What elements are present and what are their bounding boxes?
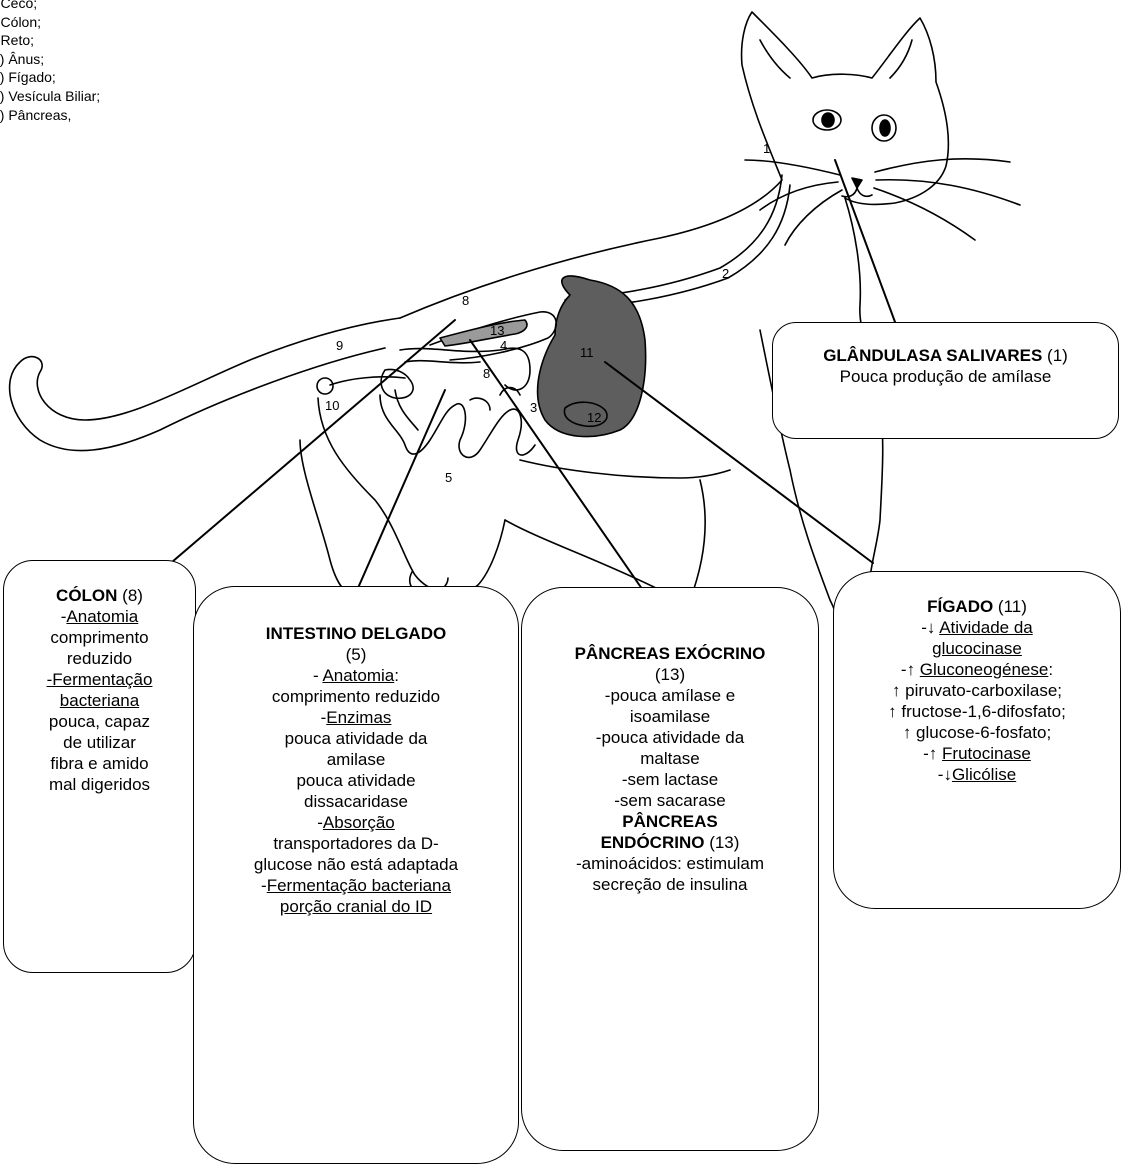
cat-belly-outline bbox=[520, 460, 730, 478]
box-ref: (13) bbox=[526, 664, 814, 685]
cat-nose bbox=[852, 178, 862, 188]
box-ref: (11) bbox=[993, 597, 1027, 616]
box-text: de utilizar bbox=[8, 732, 191, 753]
cat-hind-leg bbox=[300, 440, 365, 597]
box-subtitle: ENDÓCRINO bbox=[601, 833, 705, 852]
section-heading: Gluconeogénese bbox=[920, 660, 1049, 679]
cat-inner-ear bbox=[890, 40, 912, 78]
section-heading: bacteriana bbox=[8, 690, 191, 711]
bullet-prefix: -↑ bbox=[901, 660, 920, 679]
organ-number-11: 11 bbox=[580, 345, 594, 360]
box-text: comprimento bbox=[8, 627, 191, 648]
box-text: reduzido bbox=[8, 648, 191, 669]
box-ref: (13) bbox=[704, 833, 739, 852]
box-text: transportadores da D- bbox=[198, 833, 514, 854]
cat-hind-leg bbox=[318, 398, 505, 594]
section-heading: -Fermentação bbox=[8, 669, 191, 690]
bullet-prefix: -↑ bbox=[923, 744, 942, 763]
heading-suffix: : bbox=[394, 666, 399, 685]
box-text: ↑ fructose-1,6-difosfato; bbox=[838, 701, 1116, 722]
section-heading: Absorção bbox=[323, 813, 395, 832]
bullet-prefix: -↓ bbox=[921, 618, 939, 637]
box-text: maltase bbox=[526, 748, 814, 769]
pointer-line-colon bbox=[172, 320, 455, 562]
box-text: isoamilase bbox=[526, 706, 814, 727]
cat-front-leg bbox=[690, 480, 705, 600]
pancreas-organ bbox=[440, 320, 527, 346]
bullet-prefix: -↓ bbox=[938, 765, 952, 784]
box-text: glucose não está adaptada bbox=[198, 854, 514, 875]
organ-number-9: 9 bbox=[336, 338, 343, 353]
organ-number-8: 8 bbox=[462, 293, 469, 308]
box-text: -sem lactase bbox=[526, 769, 814, 790]
box-text: pouca, capaz bbox=[8, 711, 191, 732]
organ-number-3: 3 bbox=[530, 400, 537, 415]
box-ref: (1) bbox=[1042, 346, 1068, 365]
box-text: secreção de insulina bbox=[526, 874, 814, 895]
small-intestine bbox=[400, 348, 530, 390]
box-title: FÍGADO bbox=[927, 597, 993, 616]
anus bbox=[317, 378, 333, 394]
organ-number-5: 5 bbox=[445, 470, 452, 485]
organ-number-4: 4 bbox=[500, 338, 507, 353]
organ-number-1: 1 bbox=[763, 141, 770, 156]
box-text: ↑ glucose-6-fosfato; bbox=[838, 722, 1116, 743]
section-heading: Glicólise bbox=[952, 765, 1016, 784]
box-ref: (8) bbox=[117, 586, 143, 605]
box-title: GLÂNDULASA SALIVARES bbox=[823, 346, 1042, 365]
small-intestine-loops bbox=[380, 395, 535, 457]
organ-number-12: 12 bbox=[587, 410, 601, 425]
cat-pupil bbox=[880, 120, 890, 136]
box-text: -sem sacarase bbox=[526, 790, 814, 811]
section-heading: glucocinase bbox=[838, 638, 1116, 659]
section-heading: Anatomia bbox=[66, 607, 138, 626]
small-intestine-loops bbox=[395, 388, 520, 431]
box-text: -aminoácidos: estimulam bbox=[526, 853, 814, 874]
section-heading: Frutocinase bbox=[942, 744, 1031, 763]
liver-box: FÍGADO (11) -↓ Atividade da glucocinase … bbox=[833, 571, 1121, 909]
pointer-line-glandulas bbox=[835, 160, 895, 322]
colon-box: CÓLON (8) -Anatomia comprimento reduzido… bbox=[3, 560, 196, 973]
box-title: CÓLON bbox=[56, 586, 117, 605]
heading-suffix: : bbox=[1048, 660, 1053, 679]
box-text: comprimento reduzido bbox=[198, 686, 514, 707]
box-text: Pouca produção de amílase bbox=[777, 366, 1114, 387]
section-heading: Enzimas bbox=[326, 708, 391, 727]
organ-number-10: 10 bbox=[325, 398, 339, 413]
small-intestine-box: INTESTINO DELGADO (5) - Anatomia: compri… bbox=[193, 586, 519, 1164]
pancreas-box: PÂNCREAS EXÓCRINO (13) -pouca amílase e … bbox=[521, 587, 819, 1151]
section-heading: Anatomia bbox=[322, 666, 394, 685]
box-text: pouca atividade bbox=[198, 770, 514, 791]
box-text: porção cranial do ID bbox=[198, 896, 514, 917]
box-text: fibra e amido bbox=[8, 753, 191, 774]
cat-back-outline bbox=[400, 12, 948, 318]
box-text: -pouca amílase e bbox=[526, 685, 814, 706]
organ-number-13: 13 bbox=[490, 323, 504, 338]
box-text: dissacaridase bbox=[198, 791, 514, 812]
box-text: -pouca atividade da bbox=[526, 727, 814, 748]
organ-number-2: 2 bbox=[722, 266, 729, 281]
section-heading: Atividade da bbox=[939, 618, 1033, 637]
box-subtitle: PÂNCREAS bbox=[526, 811, 814, 832]
organ-number-8: 8 bbox=[483, 366, 490, 381]
cecum bbox=[381, 369, 413, 398]
pointer-line-intestino bbox=[358, 390, 445, 588]
box-text: ↑ piruvato-carboxilase; bbox=[838, 680, 1116, 701]
box-text: pouca atividade da bbox=[198, 728, 514, 749]
rectum bbox=[330, 377, 405, 385]
box-text: amilase bbox=[198, 749, 514, 770]
section-heading: Fermentação bacteriana bbox=[267, 876, 451, 895]
box-title: PÂNCREAS EXÓCRINO bbox=[526, 643, 814, 664]
box-text: mal digeridos bbox=[8, 774, 191, 795]
box-ref: (5) bbox=[198, 644, 514, 665]
cat-whiskers bbox=[745, 159, 1020, 245]
cat-pupil bbox=[822, 113, 834, 127]
box-title: INTESTINO DELGADO bbox=[198, 623, 514, 644]
salivary-glands-box: GLÂNDULASA SALIVARES (1) Pouca produção … bbox=[772, 322, 1119, 439]
